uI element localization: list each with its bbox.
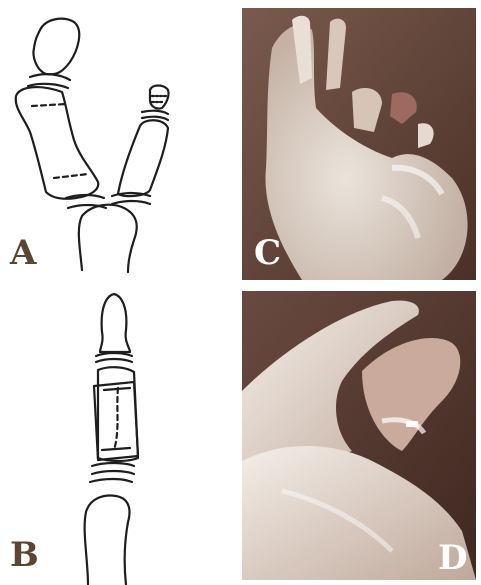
panel-label-d: D	[438, 541, 467, 575]
panel-d-xray: D	[242, 291, 476, 580]
panel-label-b: B	[10, 538, 39, 572]
panel-a-drawing: A	[0, 0, 240, 280]
panel-b-drawing: B	[0, 290, 240, 585]
panel-label-c: C	[254, 236, 281, 270]
xray-image-d	[242, 291, 476, 580]
panel-label-a: A	[10, 236, 36, 270]
panel-c-xray: C	[242, 8, 476, 280]
